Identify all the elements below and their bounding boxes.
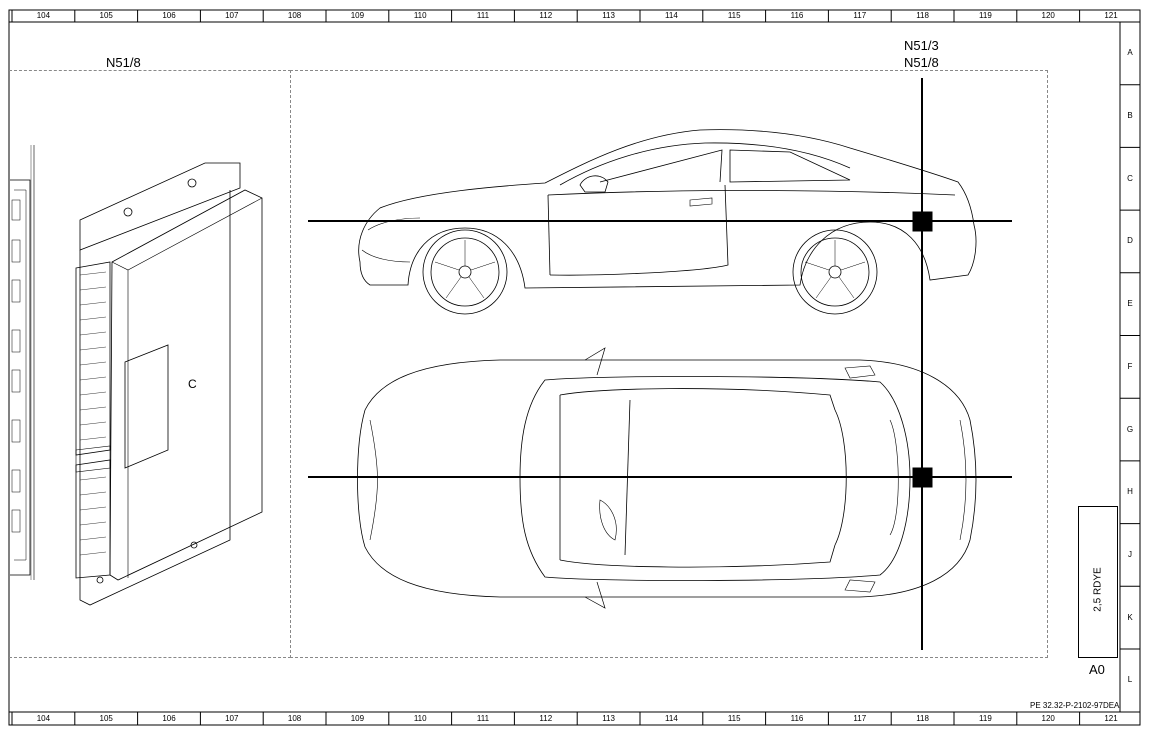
row-label-D: D [1127, 236, 1133, 246]
column-label-114: 114 [665, 11, 678, 20]
legend-wire-label: 2,5 RDYE [1092, 567, 1104, 612]
row-label-A: A [1127, 48, 1133, 58]
document-id: PE 32.32-P-2102-97DEA [1030, 701, 1120, 710]
section-frame-module [9, 70, 291, 658]
legend-box [1078, 506, 1118, 658]
callout-left-module: N51/8 [106, 55, 141, 70]
marker-side [912, 211, 933, 232]
column-label-112: 112 [539, 11, 553, 20]
column-label-109: 109 [350, 714, 365, 723]
column-label-112: 112 [539, 714, 553, 723]
column-label-118: 118 [916, 11, 929, 20]
column-label-121: 121 [1104, 11, 1118, 20]
vehicle-side-view [358, 129, 977, 315]
column-label-119: 119 [979, 11, 992, 20]
row-label-C: C [1127, 173, 1133, 183]
column-label-107: 107 [225, 11, 239, 20]
row-label-L: L [1127, 675, 1133, 685]
location-markers [308, 78, 1012, 650]
row-label-F: F [1127, 361, 1133, 371]
column-label-113: 113 [602, 714, 615, 723]
legend-component-code: A0 [1089, 662, 1105, 677]
column-label-113: 113 [602, 11, 615, 20]
column-label-104: 104 [36, 714, 51, 723]
column-label-108: 108 [287, 11, 302, 20]
row-ticks [1120, 84, 1140, 650]
column-label-119: 119 [979, 714, 992, 723]
column-label-105: 105 [99, 714, 113, 723]
callout-right-top: N51/3 [904, 38, 939, 53]
section-frame-vehicle [290, 70, 1048, 658]
column-label-115: 115 [727, 714, 741, 723]
column-label-110: 110 [413, 11, 427, 20]
column-label-106: 106 [162, 11, 176, 20]
callout-right-bottom: N51/8 [904, 55, 939, 70]
column-label-108: 108 [287, 714, 302, 723]
column-label-110: 110 [413, 714, 427, 723]
row-label-H: H [1127, 487, 1133, 497]
row-label-K: K [1127, 612, 1133, 622]
sheet-border [8, 9, 1141, 726]
column-label-115: 115 [727, 11, 741, 20]
column-label-104: 104 [36, 11, 51, 20]
marker-top [912, 467, 933, 488]
column-label-111: 111 [476, 11, 490, 20]
column-label-111: 111 [476, 714, 490, 723]
column-label-106: 106 [162, 714, 176, 723]
column-label-117: 117 [853, 714, 867, 723]
column-label-107: 107 [225, 714, 239, 723]
row-label-G: G [1126, 424, 1134, 434]
column-label-120: 120 [1041, 714, 1055, 723]
column-label-120: 120 [1041, 11, 1055, 20]
column-label-118: 118 [916, 714, 929, 723]
column-label-105: 105 [99, 11, 113, 20]
column-label-121: 121 [1104, 714, 1118, 723]
control-unit-drawing: C [10, 145, 263, 606]
row-label-J: J [1128, 549, 1132, 559]
column-label-116: 116 [790, 11, 804, 20]
row-label-E: E [1127, 299, 1133, 309]
column-label-109: 109 [350, 11, 365, 20]
row-label-B: B [1127, 111, 1133, 121]
column-label-117: 117 [853, 11, 867, 20]
column-label-114: 114 [665, 714, 678, 723]
column-label-116: 116 [790, 714, 804, 723]
svg-text:C: C [188, 377, 197, 391]
column-ticks [11, 10, 1081, 725]
